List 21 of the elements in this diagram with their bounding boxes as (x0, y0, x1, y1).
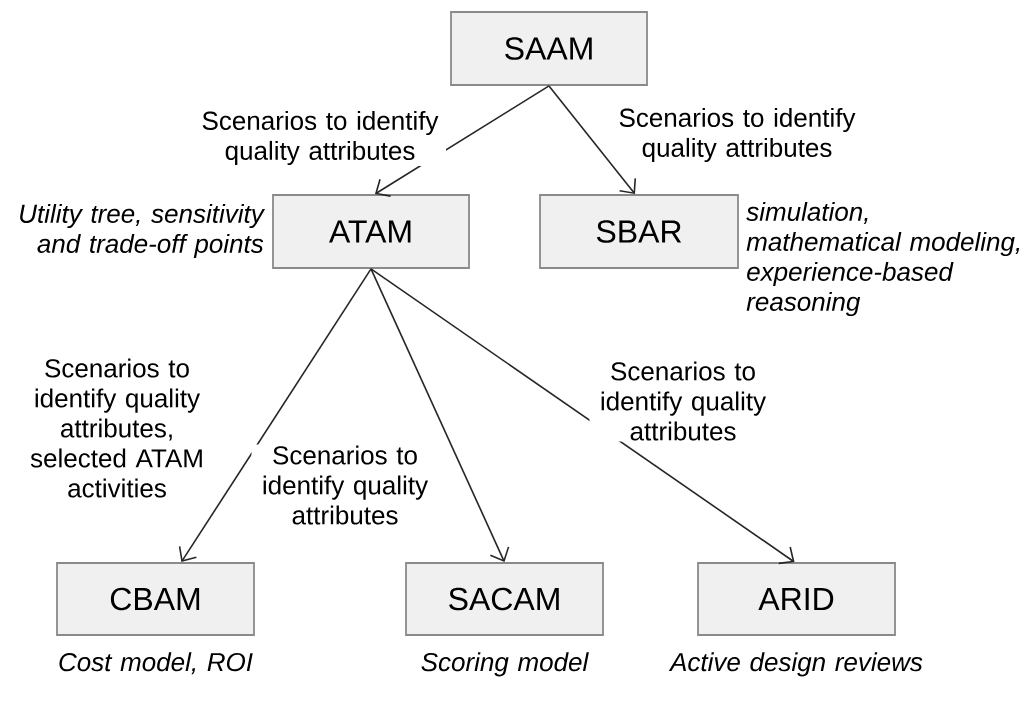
edge-label: Scenarios to identify quality attributes (251, 444, 439, 526)
edge-label: Scenarios to identify quality attributes (194, 109, 446, 167)
edge-label: Scenarios to identify quality attributes (611, 106, 863, 164)
method-box: SAAM (450, 11, 648, 86)
arrow (374, 85, 550, 197)
method-note: Active design reviews (668, 652, 923, 677)
method-note: Cost model, ROI (59, 652, 253, 675)
arrow (370, 268, 510, 563)
arrow (548, 85, 637, 195)
method-box: SACAM (405, 562, 604, 636)
method-note: simulation, mathematical modeling, experience-based reasoning (746, 201, 1020, 317)
arrow (178, 268, 372, 563)
edge-label: Scenarios to identify quality attributes, selected ATAM activities (21, 357, 213, 499)
method-box: ARID (697, 562, 896, 636)
method-note: Utility tree, sensitivity and trade-off points (20, 203, 266, 259)
method-box: CBAM (56, 562, 255, 636)
method-note: Scoring model (421, 652, 589, 677)
method-box: SBAR (539, 194, 739, 269)
edge-label: Scenarios to identify quality attributes (589, 360, 777, 442)
arrow (370, 268, 795, 565)
method-box: ATAM (272, 194, 470, 269)
